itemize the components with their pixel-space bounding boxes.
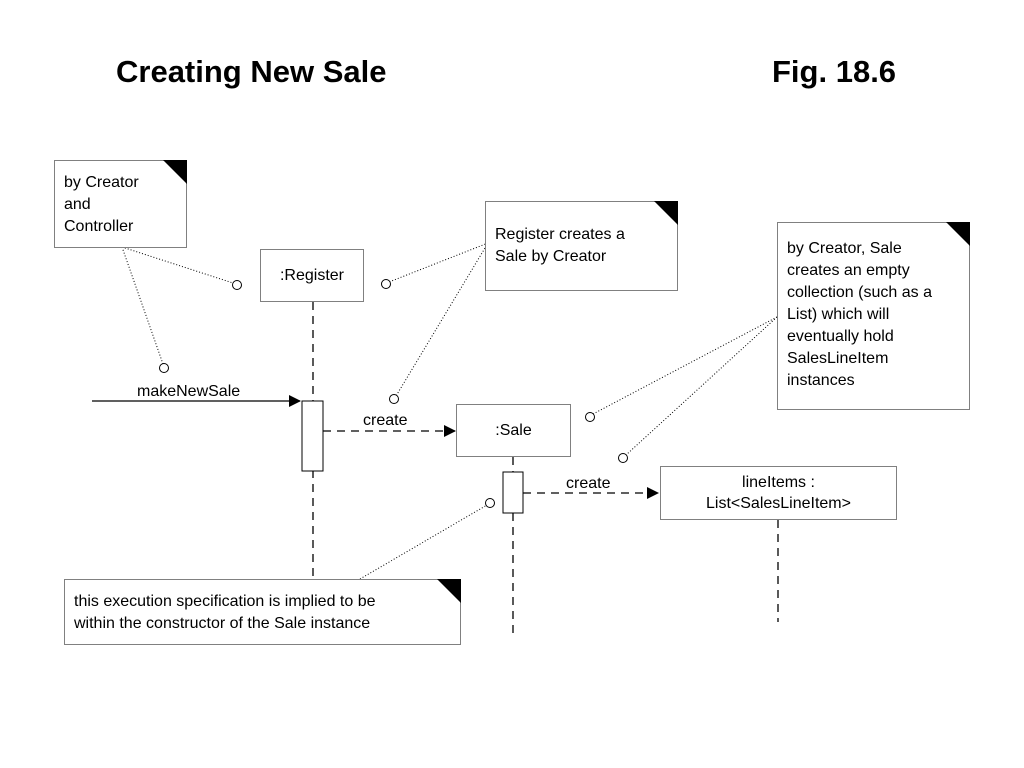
line-items-lifeline-head: lineItems : List<SalesLineItem> [660, 466, 897, 520]
note-text-line: Register creates a [495, 226, 625, 243]
line-items-label-line-2: List<SalesLineItem> [706, 495, 851, 512]
make-new-sale-message-label: makeNewSale [137, 383, 241, 400]
note-folded-corner-icon [163, 160, 187, 184]
connector-endpoint [618, 453, 628, 463]
note-connector-execution-to-spec [359, 504, 488, 580]
note-connector-creator-to-register [121, 246, 234, 284]
note-text-line: Sale by Creator [495, 248, 607, 265]
note-execution-specification: this execution specification is implied … [64, 579, 461, 645]
note-text-line: Controller [64, 218, 134, 235]
note-text-line: within the constructor of the Sale insta… [74, 615, 371, 632]
create-sale-message-label: create [363, 412, 408, 429]
note-connector-register-creates-to-create [395, 242, 489, 397]
connector-endpoint [159, 363, 169, 373]
sale-lifeline-label: :Sale [495, 422, 532, 439]
slide-title: Creating New Sale [116, 54, 387, 89]
register-lifeline-head: :Register [260, 249, 364, 302]
note-text-line: List) which will [787, 306, 890, 323]
note-text-line: and [64, 196, 91, 213]
note-text-line: eventually hold [787, 328, 894, 345]
note-folded-corner-icon [654, 201, 678, 225]
connector-endpoint [232, 280, 242, 290]
connector-endpoint [485, 498, 495, 508]
note-text-line: this execution specification is implied … [74, 593, 376, 610]
note-text-line: instances [787, 372, 855, 389]
note-text-line: creates an empty [787, 262, 910, 279]
note-text-line: by Creator [64, 174, 139, 191]
note-connector-collection-to-sale [592, 316, 778, 415]
note-folded-corner-icon [946, 222, 970, 246]
connector-endpoint [389, 394, 399, 404]
note-sale-creates-collection: by Creator, Sale creates an empty collec… [777, 222, 970, 410]
connector-endpoint [585, 412, 595, 422]
create-list-message-label: create [566, 475, 611, 492]
note-connector-register-creates-to-register [388, 242, 489, 283]
register-lifeline-label: :Register [279, 267, 345, 284]
note-folded-corner-icon [437, 579, 461, 603]
note-register-creates-sale: Register creates a Sale by Creator [485, 201, 678, 291]
figure-label: Fig. 18.6 [772, 54, 897, 89]
note-text-line: by Creator, Sale [787, 240, 902, 257]
line-items-label-line-1: lineItems : [742, 474, 815, 491]
note-text-line: collection (such as a [787, 284, 932, 301]
note-text-line: SalesLineItem [787, 350, 889, 367]
note-connector-creator-to-makenewsale [121, 246, 164, 365]
sale-execution-spec [502, 471, 524, 514]
note-creator-controller: by Creator and Controller [54, 160, 187, 248]
note-connector-collection-to-list [625, 316, 778, 456]
connector-endpoint [381, 279, 391, 289]
register-execution-spec [301, 400, 324, 472]
sale-lifeline-head: :Sale [456, 404, 571, 457]
